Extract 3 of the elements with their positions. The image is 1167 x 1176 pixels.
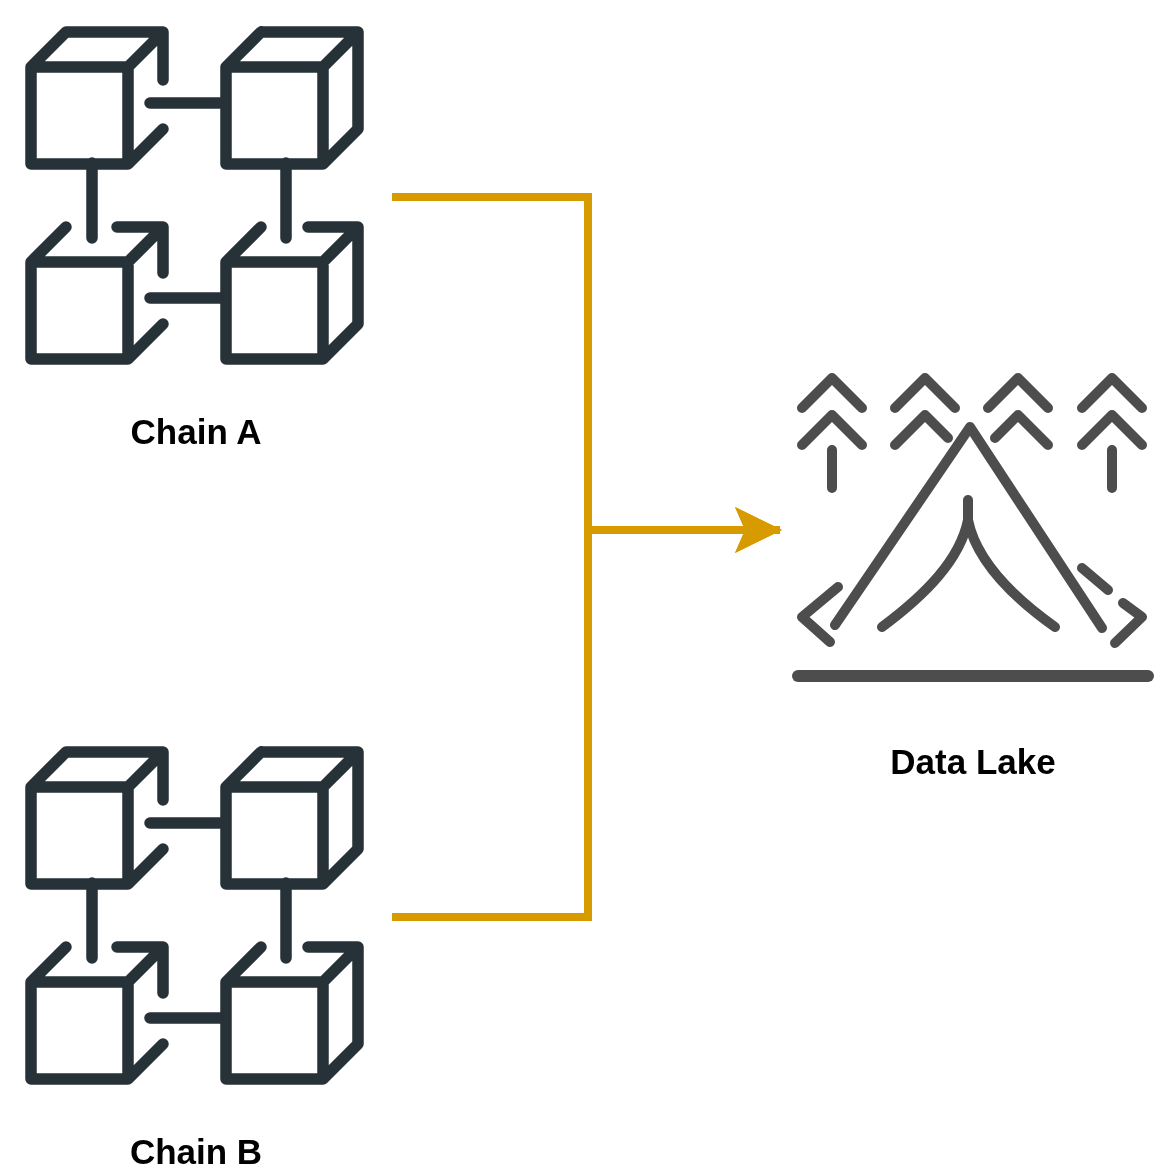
node-label: Data Lake	[890, 741, 1056, 783]
node-label: Chain A	[130, 411, 262, 453]
node-label: Chain B	[129, 1131, 263, 1173]
